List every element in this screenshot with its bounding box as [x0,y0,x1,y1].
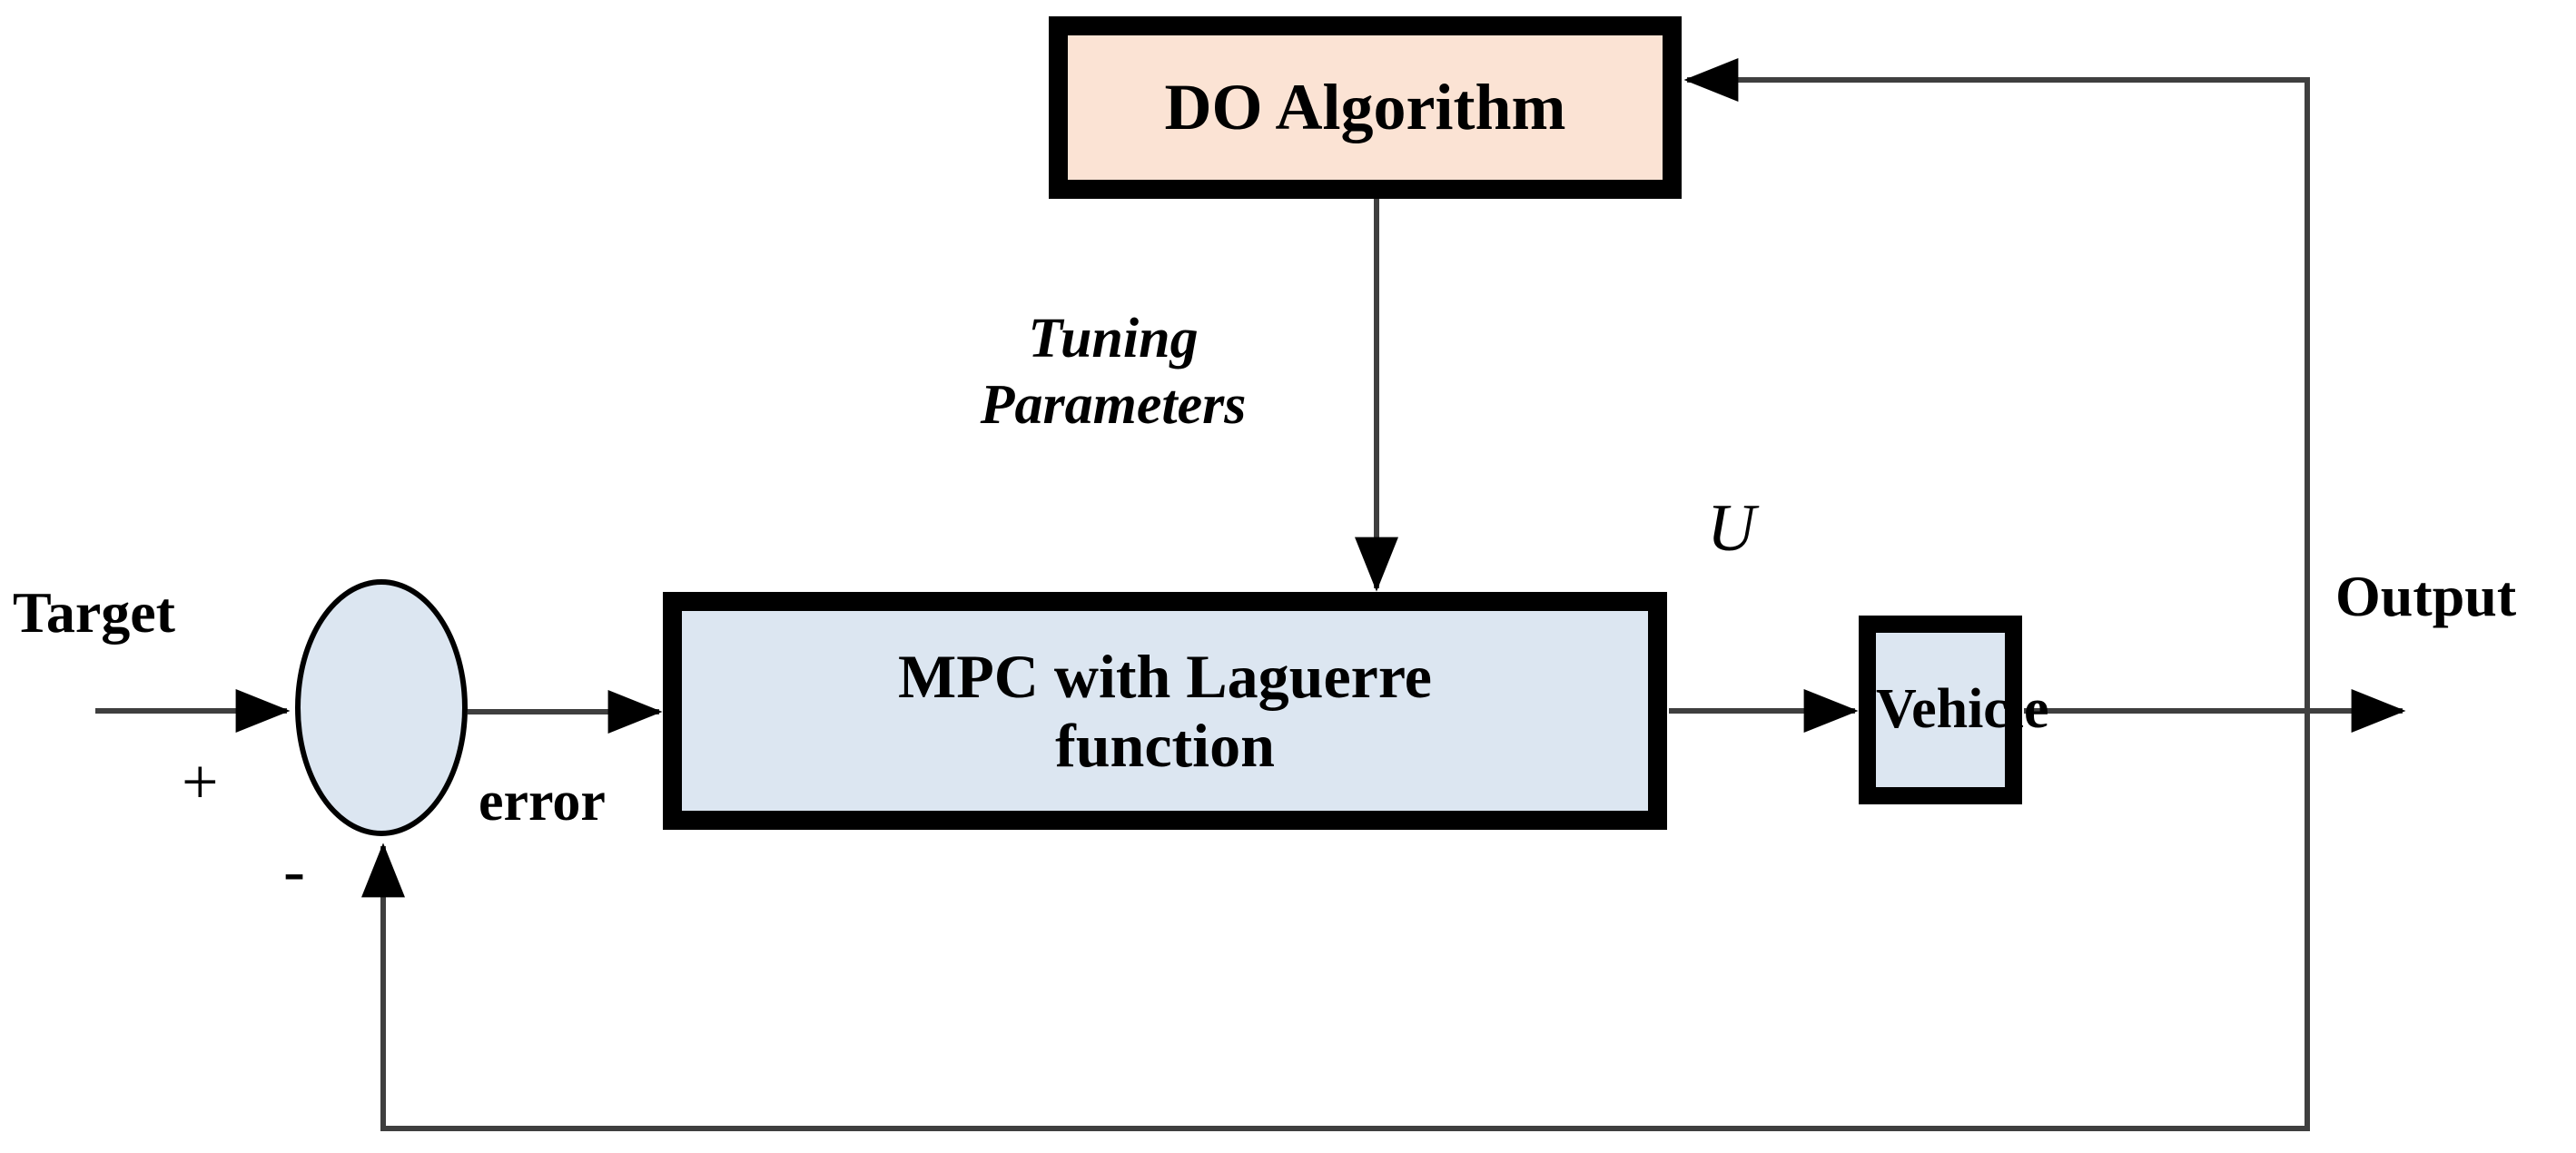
block-do-algorithm[interactable]: DO Algorithm [1049,16,1682,199]
block-mpc-laguerre-label: MPC with Laguerre function [682,642,1648,780]
block-do-algorithm-label: DO Algorithm [1164,71,1566,144]
label-positive-sign: + [182,745,219,818]
label-tuning-parameters-line1: Tuning [1028,308,1199,370]
label-tuning-parameters: Tuning Parameters [913,306,1313,439]
summing-junction[interactable] [295,579,468,836]
label-negative-sign: - [283,834,305,907]
label-control-signal-u: U [1707,491,1756,566]
connector-output-to-summing-junction [361,711,2310,1131]
label-error: error [479,771,606,833]
block-mpc-laguerre[interactable]: MPC with Laguerre function [663,592,1667,830]
block-vehicle-label: Vehicle [1876,678,2049,741]
block-mpc-label-line1: MPC with Laguerre [898,641,1432,711]
label-output: Output [2335,564,2517,628]
label-tuning-parameters-line2: Parameters [980,374,1247,437]
block-vehicle[interactable]: Vehicle [1859,616,2049,804]
label-target: Target [13,580,175,645]
block-mpc-label-line2: function [1055,711,1275,780]
connector-output-to-do-algorithm [1683,58,2310,711]
